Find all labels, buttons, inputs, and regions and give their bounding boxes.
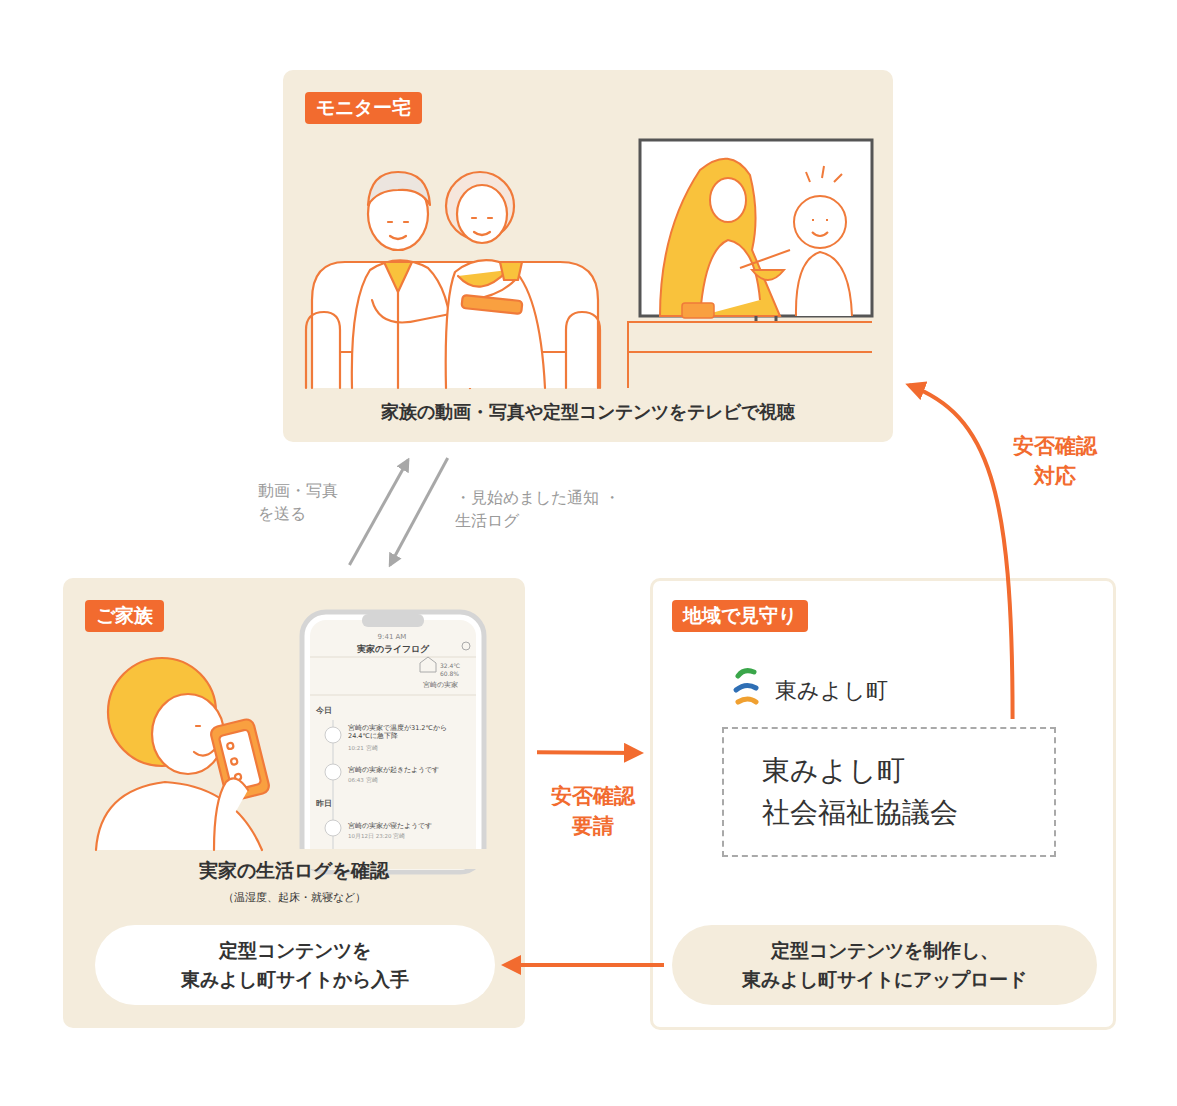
phone-screen-text: 宮崎の実家が起きたようです — [348, 766, 466, 774]
phone-screen-text: 10月12日 23:20 宮崎 — [348, 833, 466, 840]
phone-screen-text: 今日 — [316, 706, 346, 716]
phone-screen-text: 宮崎の実家で温度が31.2℃から24.4℃に急下降 — [348, 724, 466, 741]
section-tag: ご家族 — [85, 600, 164, 632]
connector-arrow — [537, 750, 640, 755]
pill-text: 定型コンテンツを制作し、 東みよし町サイトにアップロード — [690, 936, 1080, 995]
council-box: 東みよし町 社会福祉協議会 — [722, 727, 1056, 857]
phone-screen-text: 宮崎の実家が寝たようです — [348, 822, 466, 830]
logo-text: 東みよし町 — [775, 676, 888, 706]
phone-screen-text: 06:43 宮崎 — [348, 777, 466, 784]
council-name: 東みよし町 社会福祉協議会 — [762, 750, 1022, 834]
edge-label: 動画・写真 を送る — [255, 478, 353, 526]
panel-caption: 家族の動画・写真や定型コンテンツをテレビで視聴 — [283, 400, 893, 424]
pill-text: 定型コンテンツを 東みよし町サイトから入手 — [115, 936, 475, 995]
phone-screen-text: 10:21 宮崎 — [348, 745, 466, 752]
phone-screen-text: 9:41 AM — [352, 633, 432, 642]
connector-arrow — [505, 963, 664, 967]
edge-label: ・見始めました通知 ・生活ログ — [452, 485, 633, 533]
info-pill: 定型コンテンツを制作し、 東みよし町サイトにアップロード — [672, 925, 1097, 1005]
phone-screen-text: 実家のライフログ — [337, 644, 449, 655]
panel-caption: 実家の生活ログを確認 — [63, 858, 525, 884]
section-tag: 地域で見守り — [672, 600, 808, 632]
phone-screen-text: 60.8% — [440, 670, 474, 678]
phone-illustration — [292, 612, 492, 872]
community-panel: 地域で見守り東みよし町東みよし町 社会福祉協議会定型コンテンツを制作し、 東みよ… — [650, 578, 1116, 1030]
connector-arrow — [390, 458, 448, 565]
phone-screen-text: 32.4℃ — [440, 662, 474, 670]
panel-note: （温湿度、起床・就寝など） — [63, 890, 525, 905]
info-pill: 定型コンテンツを 東みよし町サイトから入手 — [95, 925, 495, 1005]
edge-label: 安否確認 要請 — [540, 780, 646, 843]
edge-label: 安否確認 対応 — [1002, 430, 1108, 493]
section-tag: モニター宅 — [305, 92, 422, 124]
phone-screen-text: 宮崎の実家 — [410, 681, 470, 689]
phone-screen-text: 昨日 — [316, 799, 346, 809]
